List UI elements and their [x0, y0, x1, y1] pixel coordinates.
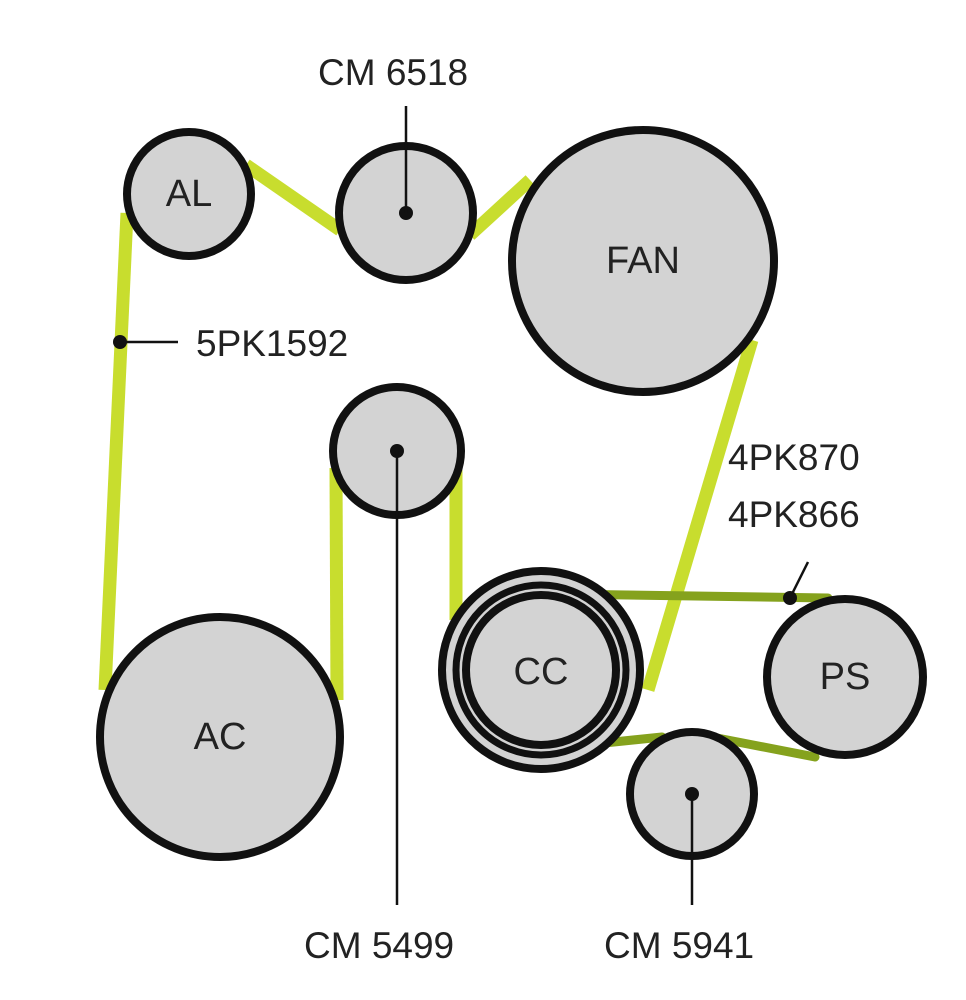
belt-segment-al-ac [98, 212, 134, 691]
belt-segment-ac-cm5499 [329, 467, 344, 701]
belt-segment-cm6518-fan [465, 175, 535, 240]
pulley-fan-label: FAN [606, 240, 680, 282]
pulley-ac: AC [96, 613, 344, 861]
pulley-cc: CC [438, 567, 644, 773]
belt-segment-al-cm6518 [242, 159, 344, 236]
pulley-ps: PS [763, 595, 927, 759]
callout-4pk870: 4PK870 [728, 437, 860, 478]
leader-5pk1592-dot [113, 335, 127, 349]
pulley-al-circle [123, 128, 255, 260]
pulley-ps-circle [763, 595, 927, 759]
pulley-al: AL [123, 128, 255, 260]
callout-5pk1592: 5PK1592 [196, 323, 348, 364]
pulley-ac-label: AC [194, 716, 247, 758]
leader-lines [113, 106, 810, 905]
callout-cm5499: CM 5499 [304, 925, 454, 966]
callout-cm6518: CM 6518 [318, 52, 468, 93]
callout-cm5941: CM 5941 [604, 925, 754, 966]
pulley-cc-inner-circle [462, 591, 620, 749]
pulley-ac-circle [96, 613, 344, 861]
belt-5pk1592 [98, 159, 759, 701]
pulley-cc-middle-ring [452, 581, 630, 759]
pulley-ps-label: PS [820, 656, 871, 698]
pulley-fan: FAN [508, 126, 778, 396]
leader-4pk866-dot [783, 591, 797, 605]
pulley-fan-circle [508, 126, 778, 396]
pulley-al-label: AL [166, 173, 212, 215]
belt-segment-fan-cc [641, 338, 759, 692]
callout-4pk866: 4PK866 [728, 494, 860, 535]
pulley-cc-label: CC [514, 651, 569, 693]
